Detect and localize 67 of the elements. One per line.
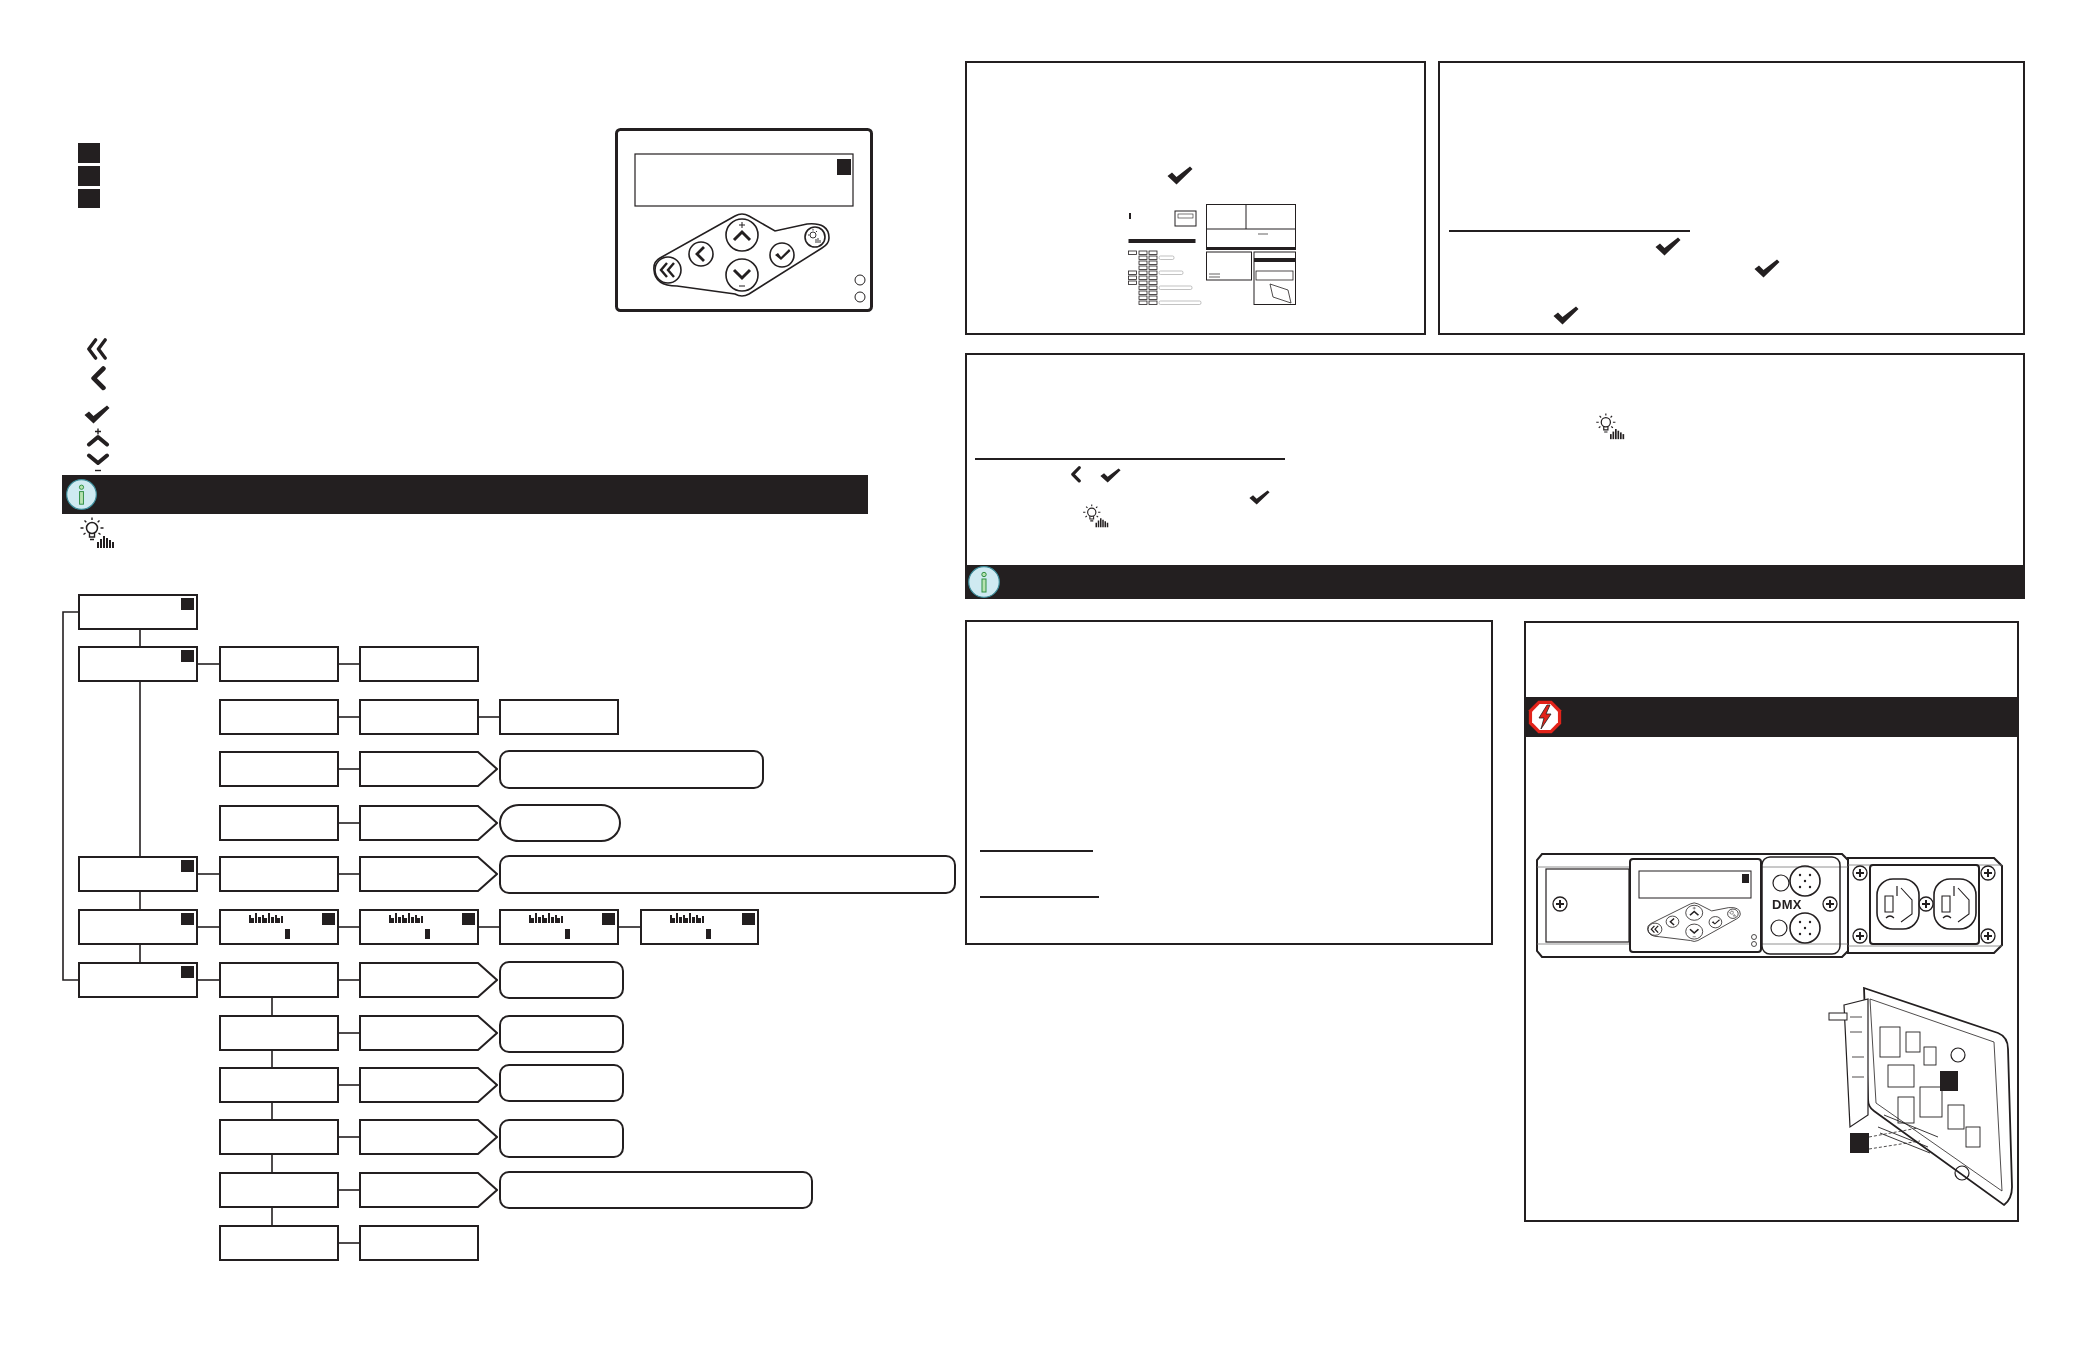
rounded-option-box bbox=[499, 1119, 624, 1158]
menu-box bbox=[219, 1119, 339, 1155]
connector-line bbox=[139, 681, 141, 857]
connector-line bbox=[271, 997, 273, 1016]
menu-box bbox=[219, 751, 339, 787]
menu-box bbox=[359, 1225, 479, 1261]
connector-line bbox=[338, 979, 360, 981]
menu-box bbox=[219, 909, 339, 945]
pointed-menu-box bbox=[359, 751, 498, 787]
menu-box bbox=[78, 909, 198, 945]
menu-box bbox=[359, 699, 479, 735]
menu-box bbox=[359, 646, 479, 682]
connector-line bbox=[139, 629, 141, 647]
connector-line bbox=[478, 716, 500, 718]
connector-line bbox=[197, 663, 220, 665]
pointed-menu-box bbox=[359, 805, 498, 841]
menu-box bbox=[219, 1172, 339, 1208]
connector-line bbox=[338, 1242, 360, 1244]
connector-line bbox=[271, 1154, 273, 1173]
menu-box bbox=[359, 909, 479, 945]
connector-line bbox=[338, 1032, 360, 1034]
connector-line bbox=[338, 716, 360, 718]
connector-line bbox=[338, 926, 360, 928]
rounded-option-box bbox=[499, 1015, 624, 1053]
menu-box bbox=[219, 1015, 339, 1051]
menu-box bbox=[219, 805, 339, 841]
connector-line bbox=[338, 768, 360, 770]
menu-box bbox=[78, 962, 198, 998]
connector-line bbox=[618, 926, 641, 928]
connector-line bbox=[338, 1136, 360, 1138]
connector-line bbox=[338, 1189, 360, 1191]
rounded-option-box bbox=[499, 961, 624, 999]
menu-box bbox=[499, 699, 619, 735]
rounded-option-box bbox=[499, 804, 621, 842]
pointed-menu-box bbox=[359, 1172, 498, 1208]
rounded-option-box bbox=[499, 1064, 624, 1102]
menu-box bbox=[78, 856, 198, 892]
connector-line bbox=[139, 891, 141, 910]
connector-line bbox=[197, 979, 220, 981]
menu-box bbox=[219, 1225, 339, 1261]
connector-line bbox=[338, 822, 360, 824]
menu-box bbox=[219, 646, 339, 682]
connector-line bbox=[271, 1102, 273, 1120]
pointed-menu-box bbox=[359, 856, 498, 892]
pointed-menu-box bbox=[359, 1015, 498, 1051]
menu-box bbox=[219, 856, 339, 892]
menu-box bbox=[219, 962, 339, 998]
menu-box bbox=[499, 909, 619, 945]
menu-box bbox=[640, 909, 759, 945]
menu-box bbox=[219, 1067, 339, 1103]
connector-line bbox=[197, 926, 220, 928]
connector-line bbox=[338, 663, 360, 665]
connector-label: DMX bbox=[1772, 897, 1803, 912]
connector-line bbox=[271, 1207, 273, 1226]
pointed-menu-box bbox=[359, 962, 498, 998]
menu-box bbox=[219, 699, 339, 735]
pointed-menu-box bbox=[359, 1067, 498, 1103]
connector-line bbox=[197, 873, 220, 875]
menu-box bbox=[78, 646, 198, 682]
pointed-menu-box bbox=[359, 1119, 498, 1155]
menu-box bbox=[78, 594, 198, 630]
connector-line bbox=[271, 1050, 273, 1068]
connector-line bbox=[338, 1084, 360, 1086]
connector-line bbox=[478, 926, 500, 928]
connector-line bbox=[338, 873, 360, 875]
connector-line bbox=[139, 944, 141, 963]
connector-line bbox=[62, 611, 79, 981]
